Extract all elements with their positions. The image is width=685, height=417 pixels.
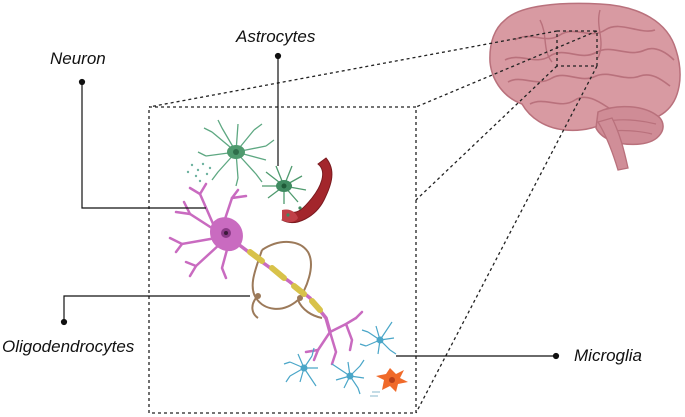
callout-lines <box>60 52 560 360</box>
neuron-callout <box>81 82 206 209</box>
astrocyte-icon <box>197 119 275 187</box>
debris-marks <box>370 391 380 397</box>
blood-vessel-icon <box>281 157 333 223</box>
neuron-icon <box>168 182 364 366</box>
astrocytes-label: Astrocytes <box>236 27 316 46</box>
brain-icon <box>489 2 681 171</box>
activated-microglia-icon <box>376 368 408 392</box>
microglia-icon <box>283 321 397 395</box>
neuron-label: Neuron <box>50 49 106 68</box>
oligodendrocytes-callout <box>63 295 250 322</box>
oligodendrocyte-icon <box>251 241 323 319</box>
molecule-dots <box>186 162 212 183</box>
zoom-box <box>148 106 417 414</box>
zoom-projection-lines <box>148 30 598 414</box>
astrocyte-icon <box>262 165 307 204</box>
oligodendrocytes-label: Oligodendrocytes <box>2 337 135 356</box>
microglia-label: Microglia <box>574 346 643 365</box>
